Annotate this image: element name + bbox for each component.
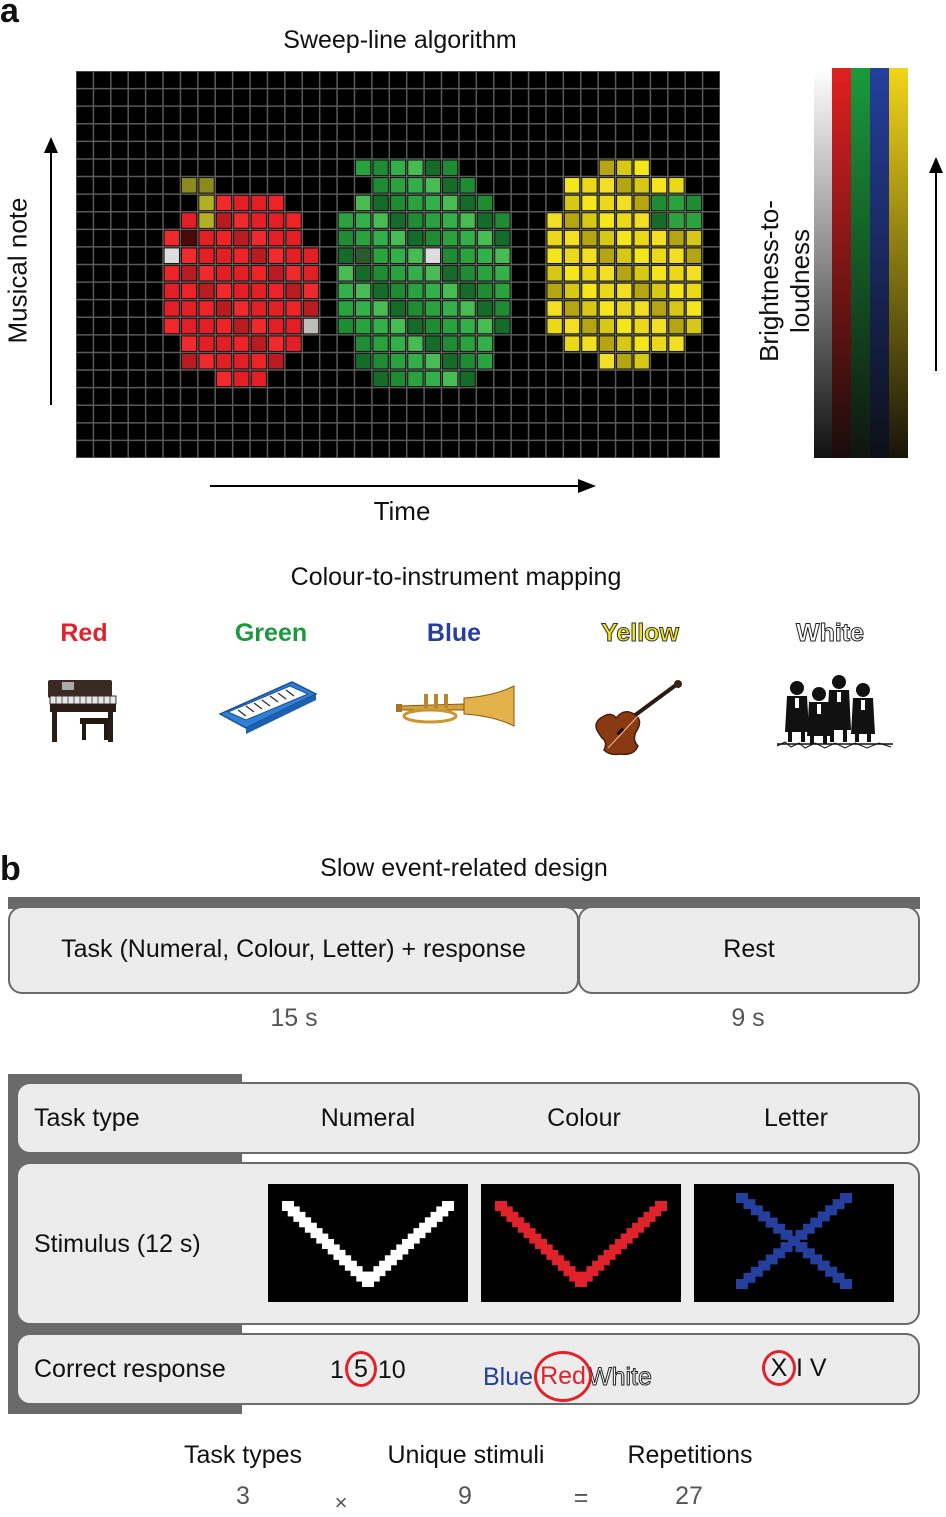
eq-header-repetitions: Repetitions [627,1441,753,1469]
task-type-numeral: Numeral [320,1104,416,1132]
response-numeral-pre: 1 [330,1356,344,1384]
eq-value-unique-stimuli: 9 [458,1482,472,1510]
trumpet-icon [396,685,515,727]
stimulus-colour-red-v [481,1184,681,1302]
brightness-label: Brightness-to-loudness [754,200,815,362]
sweep-line-pixel-grid [76,71,720,458]
rest-duration: 9 s [731,1004,765,1032]
task-type-label: Task type [34,1104,140,1132]
stimulus-label: Stimulus (12 s) [34,1230,201,1258]
stimulus-numeral-v [268,1184,468,1302]
brightness-scale [814,68,908,458]
response-colour-blue: Blue [483,1363,534,1391]
mapping-label-green: Green [234,619,308,647]
response-letter-circled: X [762,1350,796,1386]
x-axis-label: Time [373,496,431,526]
response-numeral-post: 10 [377,1356,406,1384]
event-design-title: Slow event-related design [320,854,608,882]
y-axis-arrow [44,137,58,405]
response-colour-red-circled: Red [534,1351,592,1402]
eq-value-repetitions: 27 [675,1482,703,1510]
task-type-letter: Letter [764,1104,828,1132]
task-type-row: Task type Numeral Colour Letter [16,1082,920,1154]
mapping-label-red: Red [60,619,108,647]
panel-b-letter: b [0,850,21,888]
stimulus-letter-x [694,1184,894,1302]
mapping-label-yellow: Yellow [601,619,680,648]
sweep-line-title: Sweep-line algorithm [283,26,517,54]
eq-header-task-types: Task types [183,1441,303,1469]
violin-icon [595,680,682,756]
response-numeral-circled: 5 [344,1351,377,1387]
eq-value-task-types: 3 [236,1482,250,1510]
rest-box: Rest [578,906,920,994]
brightness-arrow [929,157,943,371]
eq-times: × [334,1490,348,1515]
task-duration: 15 s [270,1004,318,1032]
eq-header-unique-stimuli: Unique stimuli [387,1441,545,1469]
response-label: Correct response [34,1355,226,1383]
panel-a-letter: a [0,0,19,30]
choir-icon [776,675,893,749]
response-colour-white: White [588,1363,653,1392]
response-letter-post: I V [796,1354,827,1382]
response-colour: Blue RedWhite [483,1351,653,1403]
x-axis-arrow [210,479,596,493]
mapping-label-blue: Blue [426,619,482,647]
task-box: Task (Numeral, Colour, Letter) + respons… [8,906,579,994]
y-axis-label: Musical note [2,197,33,344]
task-box-label: Task (Numeral, Colour, Letter) + respons… [61,935,526,963]
mapping-label-white: White [795,619,865,648]
mapping-title: Colour-to-instrument mapping [290,563,622,591]
eq-equals: = [573,1484,589,1512]
keyboard-icon [218,681,318,734]
task-type-colour: Colour [547,1104,621,1132]
piano-icon [48,680,117,742]
rest-box-label: Rest [723,935,775,963]
